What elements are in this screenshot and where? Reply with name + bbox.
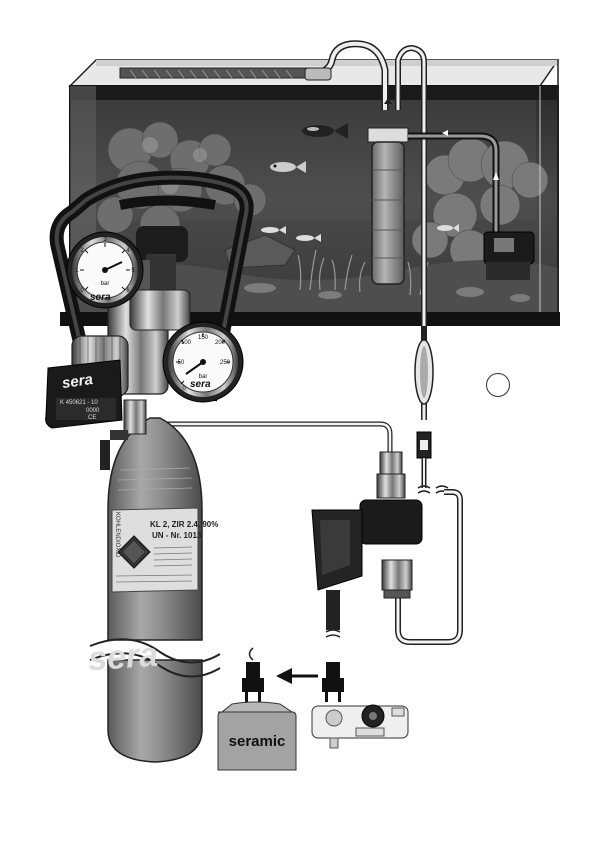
regulator-code-2: 0000 bbox=[86, 408, 99, 414]
gauge2-brand: sera bbox=[190, 380, 211, 390]
gauge1-brand: sera bbox=[90, 293, 111, 303]
bottle-spec-line-1: KL 2, ZIR 2.4, 90% bbox=[150, 520, 218, 529]
plug-icon bbox=[242, 648, 264, 702]
regulator-brand: sera bbox=[61, 372, 94, 391]
ce-mark: CE bbox=[88, 415, 96, 421]
valve-icon bbox=[312, 452, 422, 630]
gauge2-tick: 250 bbox=[220, 360, 231, 366]
gauge2-tick: 150 bbox=[198, 335, 209, 341]
arrow-left-icon bbox=[276, 668, 318, 684]
pressure-gauge-bottle bbox=[163, 322, 243, 402]
timer-device bbox=[312, 705, 408, 748]
gauge1-unit: bar bbox=[101, 281, 110, 287]
seramic-label: seramic bbox=[218, 734, 296, 749]
plug-icon bbox=[322, 662, 344, 702]
gauge2-tick: 100 bbox=[181, 340, 192, 346]
bottle-spec-line-2: UN - Nr. 1013 bbox=[152, 531, 201, 540]
regulator-code: K 450621 - 10 bbox=[60, 400, 98, 406]
bubble-counter bbox=[415, 326, 433, 404]
gauge2-tick: 200 bbox=[215, 340, 226, 346]
aquarium-light bbox=[120, 68, 330, 78]
bottle-side-text: KOHLENDIOXID bbox=[114, 512, 120, 557]
gauge2-tick: 50 bbox=[178, 360, 185, 366]
check-valve bbox=[417, 432, 431, 458]
bottle-brand: sera bbox=[87, 638, 159, 677]
callout-marker bbox=[486, 373, 510, 397]
